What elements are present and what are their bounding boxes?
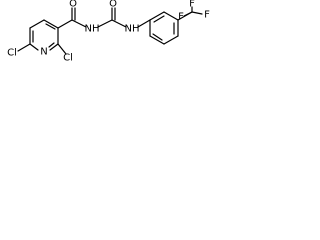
bond-c-f-left <box>183 11 193 17</box>
atom-cl-left: Cl <box>7 48 17 59</box>
double-bond-inner-2 <box>48 42 55 48</box>
bond-c-f-right <box>191 11 203 15</box>
bond-c1-n <box>49 43 59 51</box>
atom-nh-2: NH <box>125 24 140 35</box>
bond-n-c6 <box>29 43 39 51</box>
atom-o-urea: O <box>109 0 117 10</box>
bond-c4-c3 <box>29 19 45 29</box>
atom-f-left: F <box>178 12 184 23</box>
bond-b1-b2 <box>149 11 165 21</box>
benzene-double-1 <box>153 15 165 23</box>
atom-f-top: F <box>189 0 195 10</box>
bond-carbonyl-nh <box>71 19 87 28</box>
atom-cl-bottom: Cl <box>63 53 73 64</box>
atom-f-right: F <box>204 10 210 21</box>
atom-n-ring: N <box>40 47 47 58</box>
bond-ring-carbonyl <box>57 19 73 29</box>
bond-to-cl-bottom <box>57 43 67 55</box>
pyridine-ring <box>29 19 59 51</box>
atom-nh-1: NH <box>85 24 100 35</box>
bond-c3-c2 <box>43 19 59 29</box>
bond-b4-b5 <box>163 35 179 45</box>
bond-nh2-phenyl <box>137 19 151 28</box>
bond-nh-urea-c <box>97 19 113 28</box>
benzene-ring <box>149 11 179 45</box>
benzene-double-3 <box>152 33 163 41</box>
double-bond-inner-1 <box>45 23 56 30</box>
bond-to-cl-left <box>17 43 31 52</box>
molecule-structure: Cl Cl N O NH O NH F F F <box>7 0 210 64</box>
molecule-canvas: Cl Cl N O NH O NH F F F <box>0 0 222 78</box>
bond-b2-b3 <box>163 11 179 21</box>
bond-urea-nh2 <box>111 19 127 28</box>
atom-o-acyl: O <box>69 0 77 10</box>
bond-b5-b6 <box>149 35 165 45</box>
